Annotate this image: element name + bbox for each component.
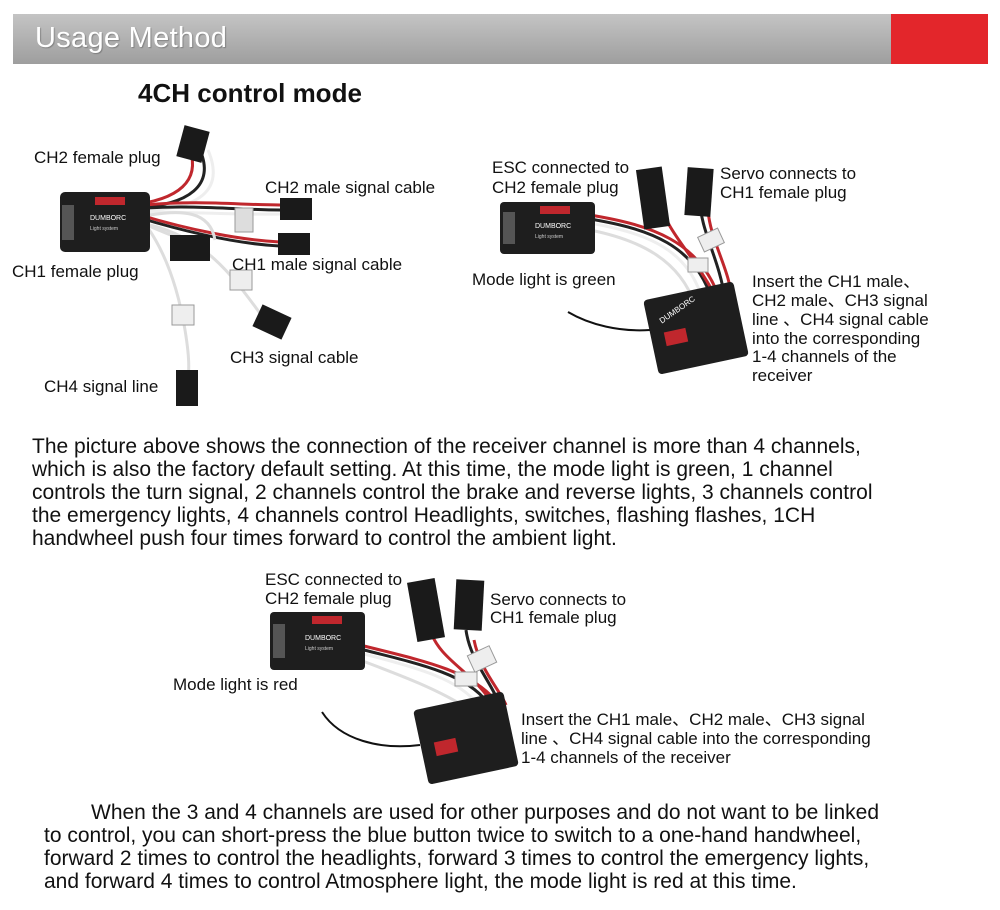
- diagram1-illustration: DUMBORC Light system: [60, 125, 312, 406]
- label-insert-line3: 1-4 channels of the receiver: [521, 748, 731, 767]
- label-ch3-signal-cable: CH3 signal cable: [230, 348, 359, 367]
- paragraph1-line: the emergency lights, 4 channels control…: [32, 504, 816, 527]
- header-bar: Usage Method: [13, 14, 988, 64]
- label-insert-line6: receiver: [752, 366, 813, 385]
- label-esc-connected-line2: CH2 female plug: [265, 589, 392, 608]
- diagram3-illustration: DUMBORC Light system: [270, 578, 519, 784]
- label-insert-line5: 1-4 channels of the: [752, 347, 897, 366]
- paragraph2-line: to control, you can short-press the blue…: [44, 824, 862, 847]
- label-insert-line2: line 、CH4 signal cable into the correspo…: [521, 729, 871, 748]
- svg-text:DUMBORC: DUMBORC: [90, 215, 126, 222]
- svg-text:Light system: Light system: [535, 234, 563, 240]
- paragraph2-line: When the 3 and 4 channels are used for o…: [91, 801, 880, 824]
- svg-text:Light system: Light system: [305, 646, 333, 652]
- svg-text:DUMBORC: DUMBORC: [535, 223, 571, 230]
- header-title: Usage Method: [35, 22, 228, 54]
- label-insert-line2: CH2 male、CH3 signal: [752, 291, 928, 310]
- label-insert-line1: Insert the CH1 male、: [752, 272, 921, 291]
- label-esc-connected-line1: ESC connected to: [265, 570, 403, 589]
- label-servo-connects-line1: Servo connects to: [720, 164, 857, 183]
- label-servo-connects-line1: Servo connects to: [490, 590, 627, 609]
- label-ch2-female-plug: CH2 female plug: [34, 148, 161, 167]
- diagram2-illustration: DUMBORC Light system DUMBORC: [500, 166, 749, 374]
- label-servo-connects-line2: CH1 female plug: [490, 608, 617, 627]
- header-accent-block: [891, 14, 988, 64]
- paragraph1-line: which is also the factory default settin…: [32, 458, 833, 481]
- label-mode-light-red: Mode light is red: [173, 675, 298, 694]
- paragraph1-line: controls the turn signal, 2 channels con…: [32, 481, 873, 504]
- svg-text:DUMBORC: DUMBORC: [305, 635, 341, 642]
- label-ch4-signal-line: CH4 signal line: [44, 377, 159, 396]
- paragraph2-line: and forward 4 times to control Atmospher…: [44, 870, 797, 893]
- svg-text:Light system: Light system: [90, 226, 118, 232]
- label-servo-connects-line2: CH1 female plug: [720, 183, 847, 202]
- paragraph1-line: The picture above shows the connection o…: [32, 435, 861, 458]
- label-ch1-male-signal-cable: CH1 male signal cable: [232, 255, 403, 274]
- label-insert-line1: Insert the CH1 male、CH2 male、CH3 signal: [521, 710, 865, 729]
- label-ch1-female-plug: CH1 female plug: [12, 262, 139, 281]
- paragraph2-line: forward 2 times to control the headlight…: [44, 847, 870, 870]
- label-ch2-male-signal-cable: CH2 male signal cable: [265, 178, 436, 197]
- label-insert-line4: into the corresponding: [752, 329, 921, 348]
- section-title: 4CH control mode: [138, 78, 362, 108]
- paragraph1-line: handwheel push four times forward to con…: [32, 527, 617, 550]
- label-esc-connected-line1: ESC connected to: [492, 158, 630, 177]
- label-insert-line3: line 、CH4 signal cable: [752, 310, 929, 329]
- label-esc-connected-line2: CH2 female plug: [492, 178, 619, 197]
- label-mode-light-green: Mode light is green: [472, 270, 616, 289]
